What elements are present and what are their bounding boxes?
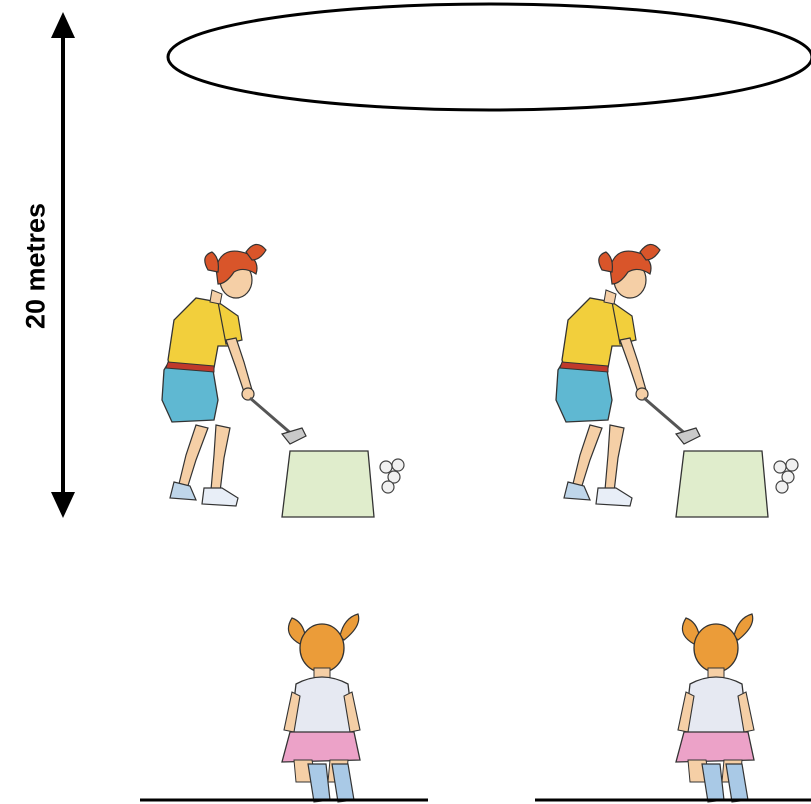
tee-mat-right [676,451,798,517]
target-ellipse [168,4,811,110]
child-left [282,614,360,802]
arrow-head-top [51,12,75,38]
golfer-left [162,244,306,506]
distance-label: 20 metres [21,203,52,329]
arrow-head-bottom [51,492,75,518]
tee-mat-left [282,451,404,517]
distance-arrow [51,12,75,518]
golfer-right [556,244,700,506]
child-right [676,614,754,802]
